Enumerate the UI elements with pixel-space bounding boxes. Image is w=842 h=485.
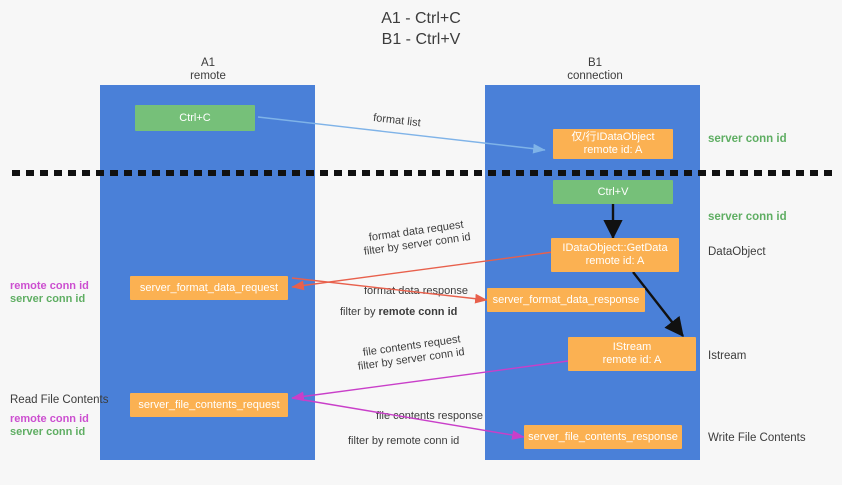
box-server-file-contents-request-label: server_file_contents_request <box>138 398 280 411</box>
left-label-remote-conn-id-1: remote conn id <box>10 280 89 292</box>
filter-value-remote-conn-id: remote conn id <box>378 306 458 318</box>
box-server-file-contents-request[interactable]: server_file_contents_request <box>130 393 288 417</box>
box-istream-line1: IStream <box>612 341 652 353</box>
right-label-server-conn-id-1: server conn id <box>708 133 787 145</box>
arrow-format-list <box>257 116 546 154</box>
box-ctrl-v-label: Ctrl+V <box>597 185 629 198</box>
edge-label-file-contents-response-filter: filter by remote conn id <box>348 434 459 449</box>
box-istream-line2: remote id: A <box>602 354 662 366</box>
left-label-server-conn-id-1: server conn id <box>10 293 86 305</box>
swimlane-a1-subtitle: remote <box>190 70 226 82</box>
right-label-dataobject: DataObject <box>708 246 766 258</box>
box-getdata-line2: remote id: A <box>585 255 645 267</box>
box-ctrl-c-label: Ctrl+C <box>179 111 211 124</box>
swimlane-a1-header: A1 remote <box>128 57 288 83</box>
title-line-2: B1 - Ctrl+V <box>381 31 461 48</box>
box-idataobject-line1: 仅/行IDataObject <box>571 131 655 143</box>
swimlane-a1-title: A1 <box>200 57 216 69</box>
edge-label-format-data-response-filter: filter by remote conn id <box>340 305 457 320</box>
box-idataobject-getdata[interactable]: IDataObject::GetData remote id: A <box>551 238 679 272</box>
box-idataobject[interactable]: 仅/行IDataObject remote id: A <box>553 129 673 159</box>
swimlane-b1-header: B1 connection <box>515 57 675 83</box>
arrow-format-data-request <box>291 251 554 291</box>
diagram-title: A1 - Ctrl+C B1 - Ctrl+V <box>0 8 842 50</box>
filter-value-remote-conn-id: remote conn id <box>386 435 460 447</box>
box-getdata-line1: IDataObject::GetData <box>562 242 668 254</box>
filter-prefix: filter by <box>340 306 379 318</box>
box-server-format-data-request-label: server_format_data_request <box>139 281 279 294</box>
filter-prefix: filter by <box>348 435 387 447</box>
box-ctrl-c[interactable]: Ctrl+C <box>135 105 255 131</box>
right-label-write-file-contents: Write File Contents <box>708 432 806 444</box>
box-server-file-contents-response-label: server_file_contents_response <box>528 430 678 443</box>
box-server-file-contents-response[interactable]: server_file_contents_response <box>524 425 682 449</box>
edge-label-file-contents-response: file contents response <box>376 410 484 422</box>
title-line-1: A1 - Ctrl+C <box>381 10 461 27</box>
left-label-server-conn-id-2: server conn id <box>10 426 86 438</box>
swimlane-b1-title: B1 <box>587 57 603 69</box>
dashed-divider <box>12 170 832 176</box>
box-ctrl-v[interactable]: Ctrl+V <box>553 180 673 204</box>
left-label-remote-conn-id-2: remote conn id <box>10 413 89 425</box>
swimlane-b1-subtitle: connection <box>567 70 623 82</box>
right-label-server-conn-id-2: server conn id <box>708 211 787 223</box>
edge-label-format-data-response: format data response <box>364 285 468 297</box>
left-label-read-file-contents: Read File Contents <box>10 394 109 406</box>
arrow-getdata-to-istream <box>632 271 684 337</box>
box-idataobject-line2: remote id: A <box>583 144 643 156</box>
arrow-file-contents-request <box>291 360 569 402</box>
box-server-format-data-response-label: server_format_data_response <box>492 293 640 306</box>
arrow-file-contents-response <box>291 397 525 440</box>
arrow-format-data-response <box>291 277 488 304</box>
box-server-format-data-response[interactable]: server_format_data_response <box>487 288 645 312</box>
box-server-format-data-request[interactable]: server_format_data_request <box>130 276 288 300</box>
box-istream[interactable]: IStream remote id: A <box>568 337 696 371</box>
right-label-istream: Istream <box>708 350 747 362</box>
